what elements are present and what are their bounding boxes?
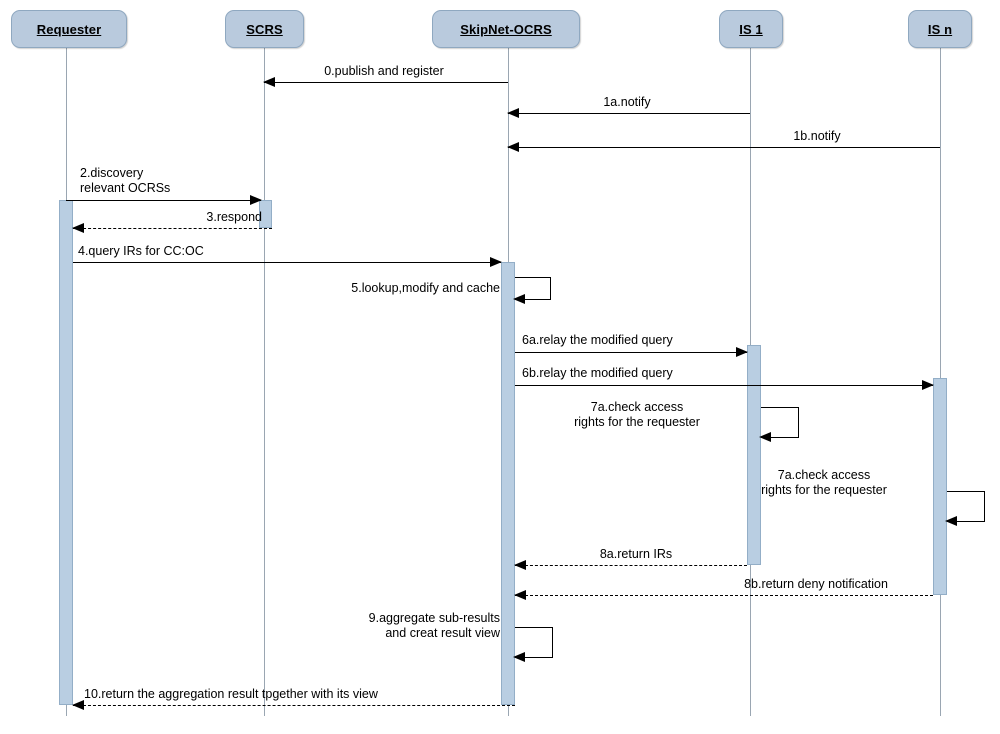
message-line-m2 [66, 200, 261, 201]
actor-box-isn[interactable]: IS n [908, 10, 972, 48]
self-call-loop-m7b [947, 491, 985, 522]
self-call-loop-m5 [515, 277, 551, 300]
actor-box-scrs[interactable]: SCRS [225, 10, 304, 48]
arrowhead-m6a [736, 347, 748, 357]
actor-box-skipnet[interactable]: SkipNet-OCRS [432, 10, 580, 48]
arrowhead-m6b [922, 380, 934, 390]
message-label-m8a: 8a.return IRs [599, 547, 673, 561]
arrowhead-m1b [507, 142, 519, 152]
arrowhead-m2 [250, 195, 262, 205]
message-line-m3 [73, 228, 272, 229]
message-label-m7a: 7a.check access rights for the requester [574, 400, 700, 429]
message-label-m1a: 1a.notify [603, 95, 651, 109]
arrowhead-m10 [72, 700, 84, 710]
self-call-loop-m7a [761, 407, 799, 438]
arrowhead-m7a [759, 432, 771, 442]
arrowhead-m7b [945, 516, 957, 526]
message-line-m0 [264, 82, 508, 83]
message-line-m1a [508, 113, 750, 114]
message-label-m6a: 6a.relay the modified query [522, 333, 673, 347]
activation-bar-scrs [259, 200, 272, 228]
self-call-loop-m9 [515, 627, 553, 658]
arrowhead-m8b [514, 590, 526, 600]
arrowhead-m1a [507, 108, 519, 118]
actor-label-scrs: SCRS [246, 21, 283, 37]
arrowhead-m4 [490, 257, 502, 267]
message-line-m10 [73, 705, 515, 706]
activation-bar-skipnet [501, 262, 515, 705]
message-label-m1b: 1b.notify [793, 129, 841, 143]
message-line-m8b [515, 595, 933, 596]
activation-bar-requester [59, 200, 73, 705]
message-line-m8a [515, 565, 747, 566]
arrowhead-m0 [263, 77, 275, 87]
message-label-m7b: 7a.check access rights for the requester [761, 468, 887, 497]
message-label-m10: 10.return the aggregation result tpgethe… [84, 687, 378, 701]
arrowhead-m3 [72, 223, 84, 233]
message-line-m4 [73, 262, 501, 263]
message-line-m1b [508, 147, 940, 148]
message-label-m5: 5.lookup,modify and cache [351, 281, 500, 295]
arrowhead-m8a [514, 560, 526, 570]
message-label-m2: 2.discovery relevant OCRSs [80, 166, 171, 195]
arrowhead-m5 [513, 294, 525, 304]
message-label-m0: 0.publish and register [324, 64, 444, 78]
message-line-m6b [515, 385, 933, 386]
actor-box-requester[interactable]: Requester [11, 10, 127, 48]
message-line-m6a [515, 352, 747, 353]
message-label-m9: 9.aggregate sub-results and creat result… [368, 611, 500, 640]
activation-bar-is1 [747, 345, 761, 565]
arrowhead-m9 [513, 652, 525, 662]
message-label-m8b: 8b.return deny notification [744, 577, 888, 591]
actor-label-requester: Requester [36, 21, 102, 37]
message-label-m4: 4.query IRs for CC:OC [78, 244, 204, 258]
activation-bar-isn [933, 378, 947, 595]
actor-label-skipnet: SkipNet-OCRS [460, 21, 552, 37]
actor-box-is1[interactable]: IS 1 [719, 10, 783, 48]
message-label-m3: 3.respond [206, 210, 262, 224]
message-label-m6b: 6b.relay the modified query [522, 366, 673, 380]
actor-label-isn: IS n [927, 21, 953, 37]
lifeline-scrs [264, 48, 265, 716]
actor-label-is1: IS 1 [739, 21, 763, 37]
